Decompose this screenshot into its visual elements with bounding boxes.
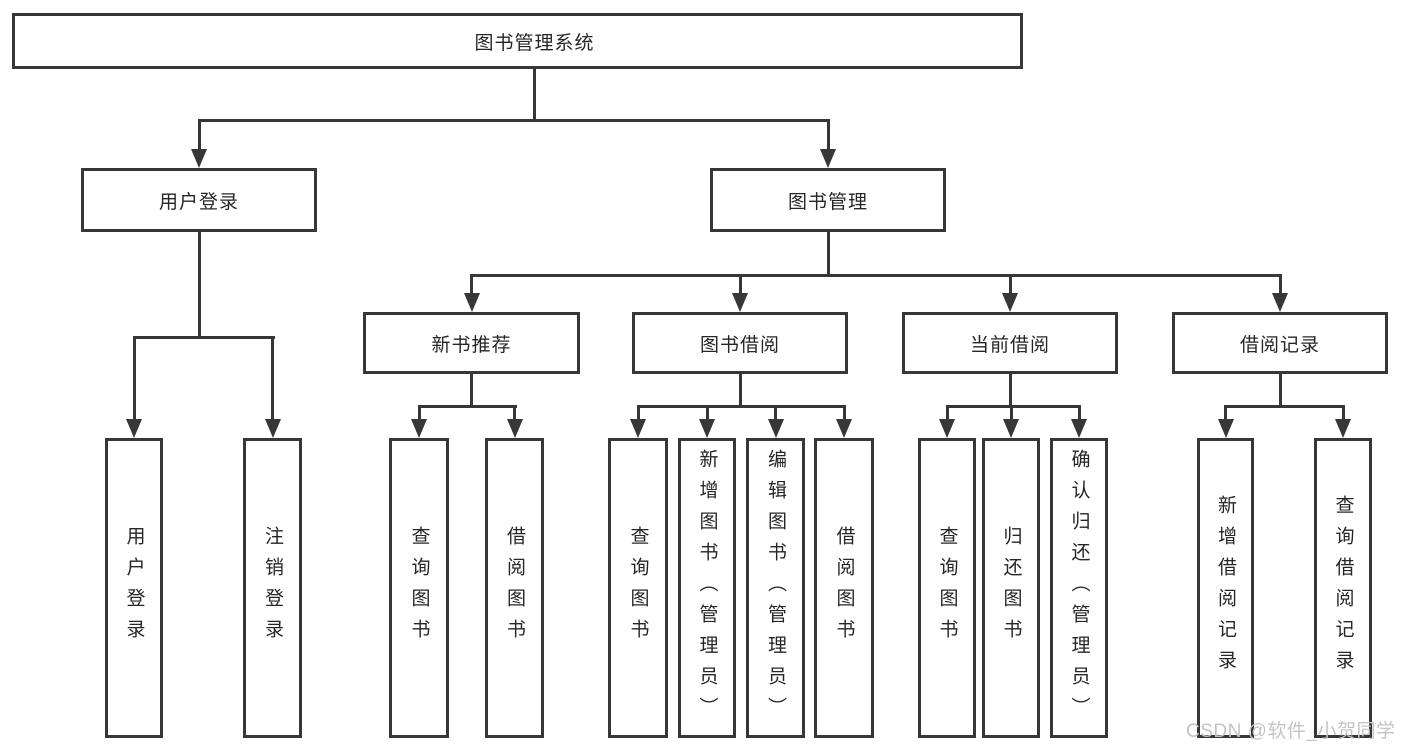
- connector-level2-rail: [197, 118, 830, 122]
- node-current-borrow-label: 当前借阅: [969, 334, 1050, 356]
- node-borrow-records-label: 借阅记录: [1239, 334, 1320, 356]
- node-book-management-label: 图书管理: [787, 191, 868, 213]
- arrowhead-login-leaf: [126, 419, 142, 438]
- node-leaf-search-borrow-record-label: 查询借阅记录: [1332, 495, 1354, 681]
- connector-arrow-d3: [1077, 406, 1081, 420]
- node-current-borrow: 当前借阅: [902, 312, 1118, 374]
- node-book-borrow: 图书借阅: [632, 312, 848, 374]
- node-leaf-add-book-admin-label: 新增图书（管理员）: [696, 448, 718, 728]
- connector-level3-rail: [470, 273, 1282, 277]
- csdn-watermark: CSDN @软件_小贺同学: [1186, 721, 1396, 742]
- node-borrow-records: 借阅记录: [1172, 312, 1388, 374]
- arrowhead-new-book: [463, 293, 480, 312]
- node-leaf-borrow-book-label: 借阅图书: [833, 526, 855, 650]
- connector-arrow-c3: [774, 406, 777, 420]
- node-user-login: 用户登录: [81, 168, 317, 232]
- arrowhead-c2: [699, 419, 715, 438]
- node-leaf-user-login: 用户登录: [105, 438, 163, 738]
- arrowhead-borrow-records: [1272, 293, 1288, 312]
- arrowhead-c3: [767, 419, 784, 438]
- connector-arrow-book-management: [826, 120, 830, 150]
- connector-arrow-e1: [1224, 406, 1227, 420]
- arrowhead-book-borrow: [732, 293, 748, 312]
- node-library-system-label: 图书管理系统: [474, 32, 595, 54]
- node-leaf-borrow-book: 借阅图书: [814, 438, 874, 738]
- arrowhead-d1: [939, 419, 955, 438]
- node-leaf-search-book-borrow-label: 查询图书: [627, 526, 649, 650]
- arrowhead-e1: [1217, 419, 1234, 438]
- arrowhead-d3: [1071, 419, 1087, 438]
- connector-user-login-rail: [132, 335, 275, 339]
- arrowhead-b2: [506, 419, 523, 438]
- node-leaf-edit-book-admin: 编辑图书（管理员）: [746, 438, 805, 738]
- node-leaf-add-borrow-record-label: 新增借阅记录: [1215, 495, 1236, 681]
- connector-arrow-c2: [705, 406, 709, 420]
- connector-current-borrow-stem: [1008, 374, 1012, 408]
- arrowhead-current-borrow: [1002, 293, 1018, 312]
- arrowhead-user-login: [191, 149, 207, 168]
- node-leaf-logout-label: 注销登录: [262, 526, 283, 650]
- arrowhead-b1: [411, 419, 427, 438]
- connector-book-borrow-rail: [636, 404, 846, 408]
- connector-arrow-new-book: [470, 275, 473, 295]
- node-user-login-label: 用户登录: [158, 191, 239, 213]
- node-new-book-recommend: 新书推荐: [363, 312, 580, 374]
- arrowhead-d2: [1003, 419, 1019, 438]
- node-leaf-borrow-book-recommend-label: 借阅图书: [504, 526, 525, 650]
- connector-arrow-login-leaf: [132, 337, 136, 420]
- node-book-management: 图书管理: [710, 168, 946, 232]
- connector-arrow-logout-leaf: [271, 337, 274, 420]
- node-leaf-search-book-current-label: 查询图书: [936, 526, 958, 650]
- node-leaf-logout: 注销登录: [243, 438, 302, 738]
- connector-new-book-stem: [470, 374, 473, 408]
- node-leaf-search-book-borrow: 查询图书: [608, 438, 668, 738]
- connector-arrow-current-borrow: [1008, 275, 1012, 295]
- connector-current-borrow-rail: [945, 404, 1081, 408]
- connector-root-stem: [533, 69, 536, 121]
- connector-borrow-records-rail: [1224, 404, 1345, 408]
- connector-book-management-stem: [826, 232, 830, 277]
- connector-book-borrow-stem: [738, 374, 742, 408]
- node-new-book-recommend-label: 新书推荐: [431, 334, 512, 356]
- connector-arrow-e2: [1341, 406, 1345, 420]
- connector-arrow-b1: [417, 406, 421, 420]
- arrowhead-c1: [630, 419, 646, 438]
- connector-arrow-c1: [636, 406, 640, 420]
- node-leaf-search-book-recommend: 查询图书: [389, 438, 449, 738]
- node-leaf-confirm-return-admin-label: 确认归还（管理员）: [1068, 448, 1090, 728]
- node-leaf-search-book-current: 查询图书: [918, 438, 976, 738]
- node-leaf-search-borrow-record: 查询借阅记录: [1314, 438, 1372, 738]
- connector-new-book-rail: [417, 404, 517, 408]
- connector-arrow-book-borrow: [738, 275, 742, 295]
- node-library-system: 图书管理系统: [12, 13, 1023, 69]
- node-leaf-add-book-admin: 新增图书（管理员）: [678, 438, 736, 738]
- arrowhead-c4: [836, 419, 852, 438]
- node-leaf-confirm-return-admin: 确认归还（管理员）: [1050, 438, 1108, 738]
- node-leaf-edit-book-admin-label: 编辑图书（管理员）: [765, 448, 786, 728]
- connector-borrow-records-stem: [1278, 374, 1282, 408]
- node-leaf-return-book-label: 归还图书: [1000, 526, 1022, 650]
- node-leaf-add-borrow-record: 新增借阅记录: [1197, 438, 1254, 738]
- node-leaf-user-login-label: 用户登录: [123, 526, 145, 650]
- node-leaf-search-book-recommend-label: 查询图书: [408, 526, 430, 650]
- connector-arrow-user-login: [197, 120, 201, 150]
- connector-arrow-borrow-records: [1278, 275, 1282, 295]
- arrowhead-e2: [1335, 419, 1351, 438]
- connector-arrow-c4: [842, 406, 846, 420]
- connector-arrow-b2: [513, 406, 516, 420]
- connector-arrow-d2: [1009, 406, 1013, 420]
- connector-arrow-d1: [945, 406, 949, 420]
- node-leaf-borrow-book-recommend: 借阅图书: [485, 438, 544, 738]
- arrowhead-logout-leaf: [264, 419, 281, 438]
- node-book-borrow-label: 图书借阅: [699, 334, 780, 356]
- node-leaf-return-book: 归还图书: [982, 438, 1040, 738]
- arrowhead-book-management: [820, 149, 836, 168]
- connector-user-login-stem: [197, 232, 201, 339]
